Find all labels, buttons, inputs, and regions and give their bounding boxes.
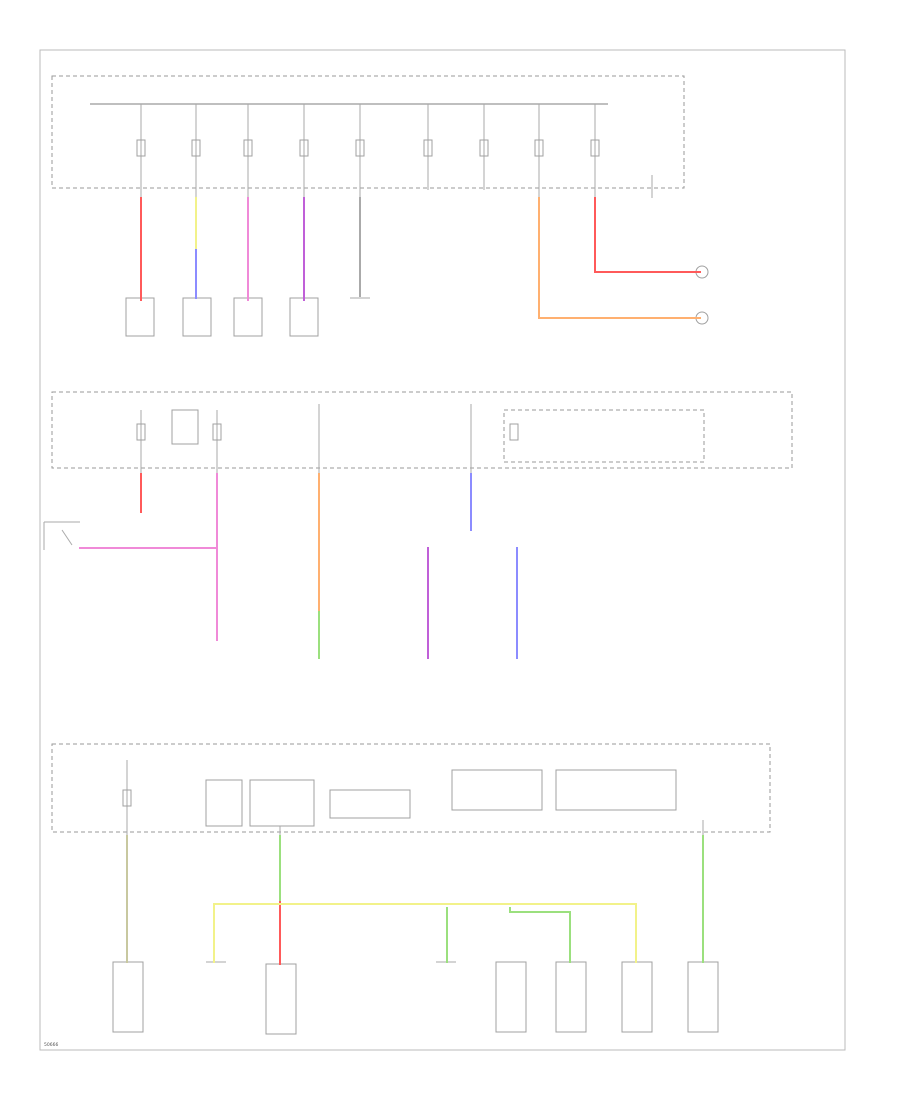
fuse-icons-top	[136, 139, 600, 157]
components-bottom	[112, 961, 719, 1035]
diagram-code: 50666	[44, 1042, 58, 1048]
switch-left-middle	[43, 521, 80, 550]
fuse-row-middle	[136, 404, 519, 474]
components-top	[125, 297, 370, 337]
fuse-box-bottom	[51, 743, 771, 833]
relay-box-middle	[503, 409, 705, 463]
wire-red-7	[594, 197, 701, 273]
wire-orange-6	[538, 197, 701, 319]
fuse-box-middle	[51, 391, 793, 469]
fuse-row-bottom	[122, 760, 704, 836]
fuse-row-top	[140, 104, 653, 198]
wires-layer	[79, 197, 704, 965]
fuse-box-top	[51, 75, 685, 189]
relay-connectors-right	[695, 265, 709, 325]
diagram-frame	[39, 49, 846, 1051]
wire-green-23	[509, 907, 571, 963]
